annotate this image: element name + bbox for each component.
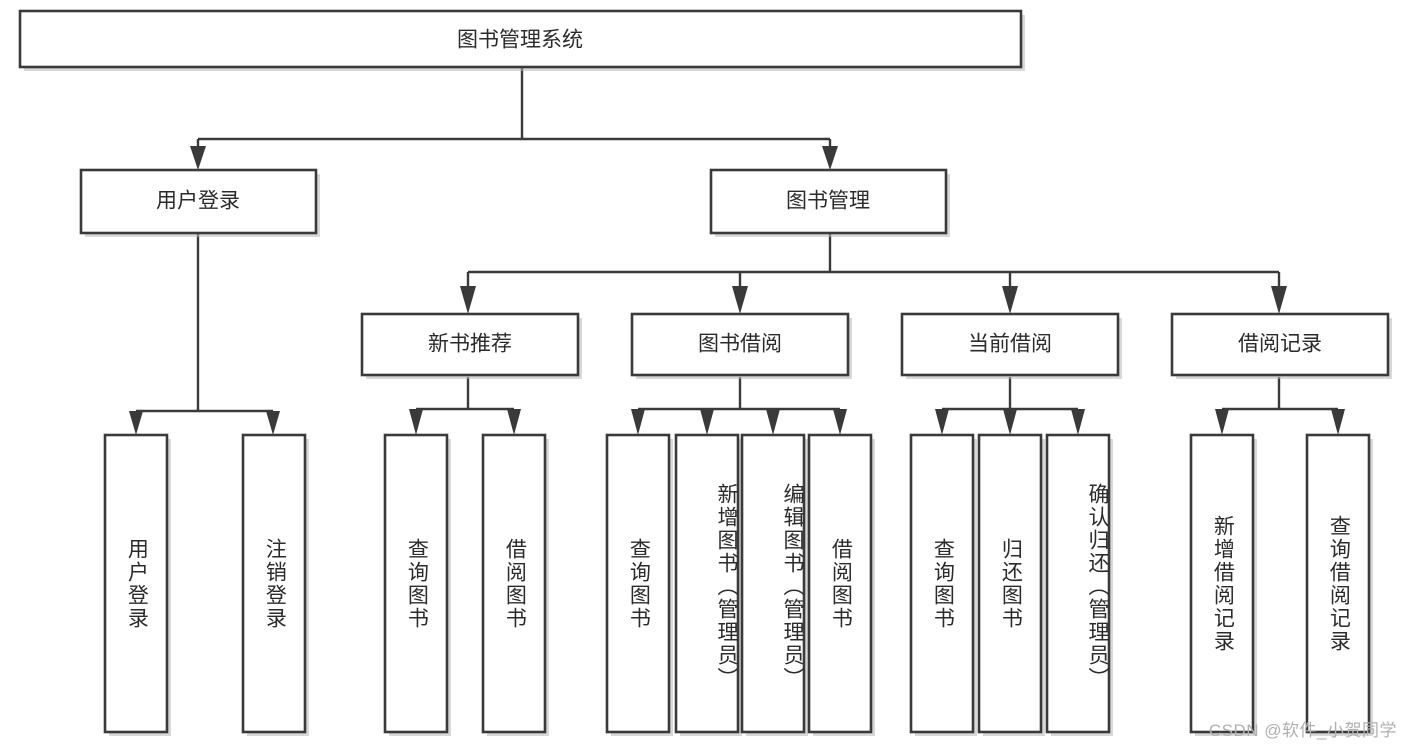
connector-group-newbook-to-leaves [409, 377, 521, 435]
connector-group-borrowrecord-to-leaves [1215, 377, 1345, 435]
leaf-box-query-book-2[interactable] [605, 433, 671, 734]
leaf-box-query-book-1[interactable] [383, 433, 449, 734]
leaf-box-borrow-book-1[interactable] [481, 433, 547, 734]
arrow-leaf-query-book-2 [631, 409, 645, 435]
level3-box-new-book-recommend[interactable] [360, 312, 580, 377]
level3-label-borrow-record: 借阅记录 [1238, 333, 1322, 356]
connector-group-bookborrow-to-leaves [631, 377, 847, 435]
arrow-leaf-query-book-1 [409, 409, 423, 435]
arrow-borrow-record [1271, 286, 1287, 314]
leaf-box-logout[interactable] [241, 433, 307, 734]
leaf-box-borrow-book-2[interactable] [807, 433, 873, 734]
arrow-leaf-query-record [1331, 409, 1345, 435]
connector-group-bookmgmt-to-level3 [460, 233, 1287, 314]
leaf-box-user-login[interactable] [103, 433, 169, 734]
arrow-leaf-query-book-3 [935, 409, 949, 435]
connector-group-root-to-level2 [190, 67, 838, 170]
level3-box-current-borrow[interactable] [900, 312, 1120, 377]
level3-label-new-book-recommend: 新书推荐 [428, 333, 512, 356]
arrow-book-borrow [732, 286, 748, 314]
level3-label-book-borrow: 图书借阅 [698, 333, 782, 356]
level2-label-book-management: 图书管理 [786, 190, 870, 213]
arrow-leaf-borrow-book-2 [833, 409, 847, 435]
arrow-book-mgmt [822, 146, 838, 170]
arrow-leaf-add-book [700, 409, 714, 435]
level3-box-book-borrow[interactable] [630, 312, 850, 377]
arrow-leaf-add-record [1215, 409, 1229, 435]
arrow-current-borrow [1002, 286, 1018, 314]
arrow-user-login [190, 146, 206, 170]
level2-label-user-login: 用户登录 [156, 190, 240, 213]
arrow-new-book [460, 286, 476, 314]
level2-box-book-management[interactable] [709, 168, 948, 235]
leaf-box-edit-book[interactable] [740, 433, 806, 734]
root-box[interactable] [18, 9, 1023, 69]
leaf-box-query-record[interactable] [1305, 433, 1371, 734]
arrow-leaf-user-login [129, 411, 143, 435]
arrow-leaf-logout [266, 411, 280, 435]
leaf-box-return-book[interactable] [977, 433, 1043, 734]
level2-box-user-login[interactable] [79, 168, 318, 235]
level3-box-borrow-record[interactable] [1170, 312, 1390, 377]
root-label: 图书管理系统 [457, 29, 583, 52]
arrow-leaf-borrow-book-1 [507, 409, 521, 435]
level3-label-current-borrow: 当前借阅 [968, 333, 1052, 356]
leaf-box-add-record[interactable] [1189, 433, 1255, 734]
connector-group-currentborrow-to-leaves [935, 377, 1085, 435]
connector-group-userlogin-to-leaves [129, 233, 280, 435]
leaf-box-query-book-3[interactable] [909, 433, 975, 734]
arrow-leaf-return-book [1003, 409, 1017, 435]
arrow-leaf-confirm-return [1071, 409, 1085, 435]
leaf-box-confirm-return[interactable] [1045, 433, 1111, 734]
csdn-watermark: CSDN @软件_小贺同学 [1208, 721, 1397, 740]
leaf-box-add-book[interactable] [674, 433, 740, 734]
arrow-leaf-edit-book [766, 409, 780, 435]
